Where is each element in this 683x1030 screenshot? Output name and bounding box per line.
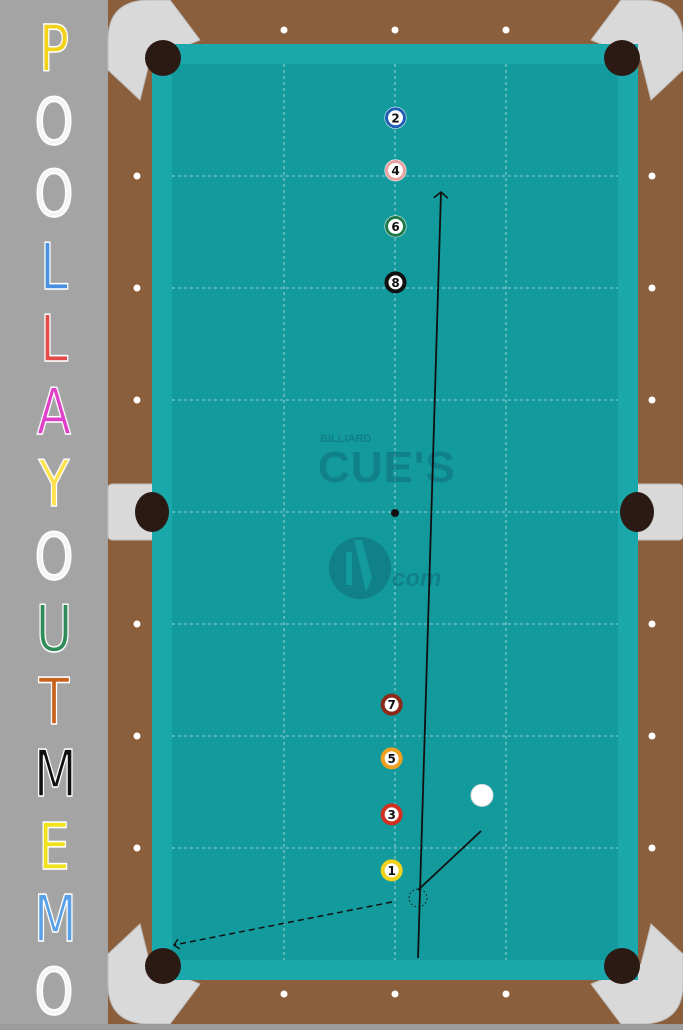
ball-number-label: 6 bbox=[391, 220, 399, 234]
title-letter: M bbox=[33, 738, 77, 812]
title-letter: O bbox=[34, 158, 74, 232]
title-letter: E bbox=[38, 810, 71, 885]
ball-1: 1 bbox=[380, 859, 403, 882]
ball-number-label: 4 bbox=[391, 164, 399, 178]
ball-number-label: 2 bbox=[391, 111, 399, 125]
title-letter: T bbox=[38, 665, 70, 740]
title-letter: P bbox=[38, 13, 70, 87]
ball-7: 7 bbox=[380, 693, 403, 716]
title-letter: O bbox=[34, 85, 74, 160]
cue-path-line bbox=[417, 830, 482, 891]
watermark-cues-text: CUE'S bbox=[318, 443, 456, 492]
title-letter: A bbox=[36, 375, 72, 450]
ball-number-label: 7 bbox=[387, 698, 395, 712]
pocket-side-left bbox=[135, 492, 169, 532]
pockets bbox=[135, 40, 654, 984]
title-letter: L bbox=[40, 303, 69, 377]
pocket-bottom-right bbox=[604, 948, 640, 984]
ball-number-label: 5 bbox=[387, 752, 395, 766]
ghost-ball bbox=[408, 888, 428, 908]
ball-4: 4 bbox=[384, 159, 407, 182]
shot-lines bbox=[173, 190, 482, 959]
title-letter: Y bbox=[38, 448, 70, 522]
ball-number-label: 3 bbox=[387, 808, 395, 822]
head-spot bbox=[391, 509, 399, 517]
title-letter: U bbox=[35, 593, 73, 667]
ball-8: 8 bbox=[384, 271, 407, 294]
ball-number-label: 8 bbox=[391, 276, 399, 290]
pocket-top-left bbox=[145, 40, 181, 76]
ball-6: 6 bbox=[384, 215, 407, 238]
title-letter: L bbox=[40, 230, 69, 305]
cue-ball-layer bbox=[470, 783, 494, 807]
title-letter: M bbox=[33, 883, 77, 957]
watermark-com-text: com bbox=[392, 565, 441, 592]
title-letter: O bbox=[34, 520, 74, 595]
object-ball-dashed-arrow bbox=[173, 901, 393, 950]
balls-layer: 2 4 6 8 7 5 3 1 bbox=[380, 106, 407, 882]
title-letter: O bbox=[34, 955, 74, 1030]
ball-3: 3 bbox=[380, 803, 403, 826]
pocket-side-right bbox=[620, 492, 654, 532]
rail-diamonds bbox=[133, 26, 656, 998]
ball-2: 2 bbox=[384, 106, 407, 129]
cue-ball-travel-arrow bbox=[417, 190, 449, 959]
ball-5: 5 bbox=[380, 747, 403, 770]
watermark-billiard-text: BILLIARD bbox=[320, 433, 371, 445]
ball-number-label: 1 bbox=[387, 864, 395, 878]
pocket-top-right bbox=[604, 40, 640, 76]
pocket-bottom-left bbox=[145, 948, 181, 984]
cue-ball bbox=[470, 783, 494, 807]
